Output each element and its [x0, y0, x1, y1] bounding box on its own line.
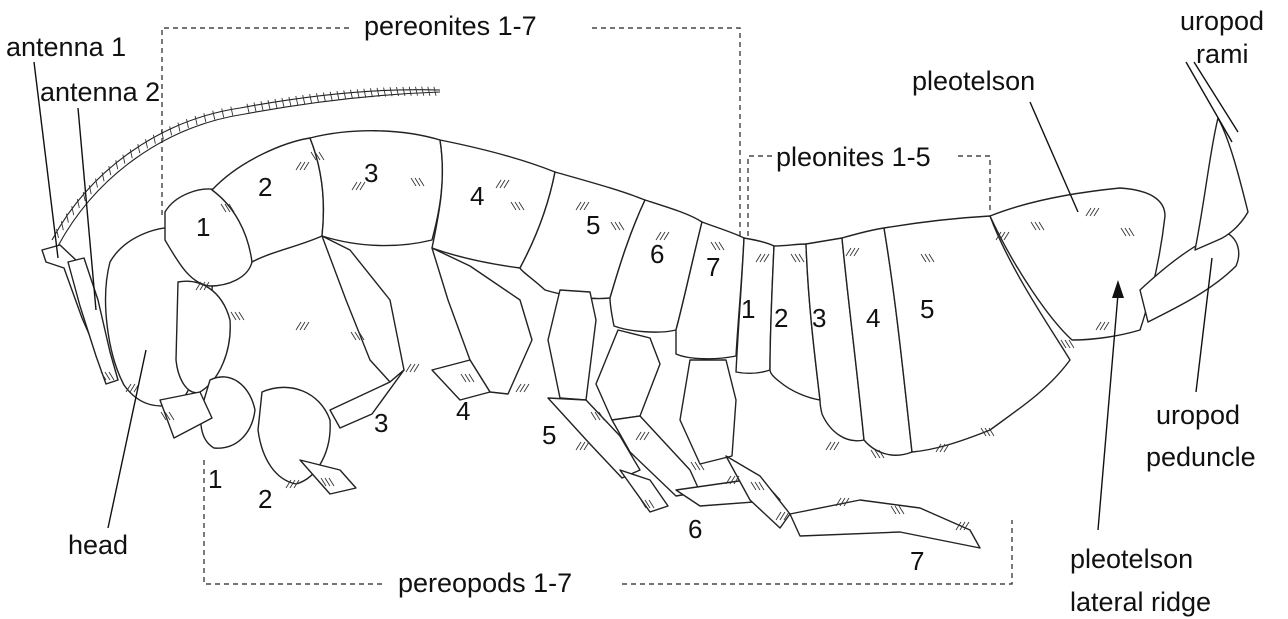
- pereonite-number: 1: [196, 212, 210, 242]
- mouthparts: [175, 280, 231, 394]
- head-label: head: [68, 530, 128, 560]
- pereonite-number: 2: [258, 172, 272, 202]
- pereonite-number: 5: [586, 210, 600, 240]
- antenna-2-peduncle: [67, 257, 119, 385]
- pleonites-bracket: [747, 155, 991, 236]
- pereopod-number: 4: [456, 396, 470, 426]
- pleotelson-leader: [1029, 101, 1079, 213]
- pereopod-5: [547, 289, 597, 401]
- labels: antenna 1 antenna 2 pereonites 1-7 pleot…: [6, 6, 1264, 617]
- pleotelson-ridge-leader: [1097, 293, 1119, 531]
- antenna-setae: [56, 86, 437, 239]
- uropod-rami-leader-b: [1193, 61, 1239, 133]
- pereopods-bracket: [203, 460, 1013, 585]
- pleonite-5-plate: [883, 215, 1071, 453]
- antenna-1-label: antenna 1: [6, 32, 126, 62]
- pereonite-3-plate: [309, 130, 444, 247]
- pleonite-number: 1: [741, 294, 755, 324]
- pereonite-number: 4: [470, 181, 484, 211]
- antenna-2-leader: [77, 107, 97, 311]
- antenna-2-label: antenna 2: [40, 77, 160, 107]
- pleotelson-ridge-arrowhead: [1112, 280, 1124, 298]
- leader-lines: [33, 61, 1239, 531]
- pereopod-number: 6: [688, 514, 702, 544]
- uropod-rami-leader-a: [1185, 61, 1233, 143]
- pereopod-number: 5: [542, 420, 556, 450]
- uropod-rami-shape: [1194, 117, 1249, 251]
- pleotelson-label: pleotelson: [912, 66, 1035, 96]
- setae: [100, 151, 1135, 531]
- pereopod-number: 2: [258, 484, 272, 514]
- pleonite-numbers: 1 2 3 4 5: [741, 294, 934, 333]
- pereopod-4: [431, 247, 533, 395]
- brackets: [161, 27, 1013, 585]
- pereopods-label: pereopods 1-7: [398, 568, 572, 598]
- uropod-peduncle-label-line2: peduncle: [1146, 442, 1256, 472]
- uropod-rami-label-line2: rami: [1196, 39, 1249, 69]
- pereonites-label: pereonites 1-7: [364, 11, 537, 41]
- pleotelson-ridge-label-line2: lateral ridge: [1070, 587, 1211, 617]
- pleonite-number: 3: [812, 303, 826, 333]
- gnathopod-1: [200, 376, 256, 449]
- pereonites-bracket: [161, 27, 741, 238]
- pereopod-number: 1: [208, 464, 222, 494]
- uropod-peduncle-leader: [1195, 257, 1213, 393]
- uropod-peduncle-shape: [1139, 231, 1240, 323]
- amphipod-illustration: [41, 86, 1249, 549]
- antenna-2-flagellum: [51, 89, 441, 241]
- pereopod-number: 7: [910, 546, 924, 576]
- uropod-peduncle-label-line1: uropod: [1156, 400, 1240, 430]
- pereopod-numbers: 1 2 3 4 5 6 7: [208, 396, 924, 576]
- pereopod-6: [595, 329, 661, 421]
- gnathopod-2: [257, 386, 331, 485]
- pleonite-number: 5: [920, 294, 934, 324]
- pereonite-numbers: 1 2 3 4 5 6 7: [196, 158, 720, 282]
- uropod-rami-label-line1: uropod: [1180, 6, 1264, 36]
- head-leader: [107, 349, 147, 529]
- pereonite-number: 7: [706, 252, 720, 282]
- pleonite-number: 2: [774, 303, 788, 333]
- pereonite-number: 6: [650, 239, 664, 269]
- pleonite-number: 4: [866, 303, 880, 333]
- antenna-1-leader: [33, 61, 59, 259]
- pereopod-number: 3: [374, 408, 388, 438]
- pleotelson-ridge-label-line1: pleotelson: [1070, 544, 1193, 574]
- pereopod-7: [679, 359, 737, 465]
- pleonites-label: pleonites 1-5: [776, 142, 931, 172]
- pereonite-number: 3: [364, 158, 378, 188]
- pereopod-3: [321, 235, 405, 383]
